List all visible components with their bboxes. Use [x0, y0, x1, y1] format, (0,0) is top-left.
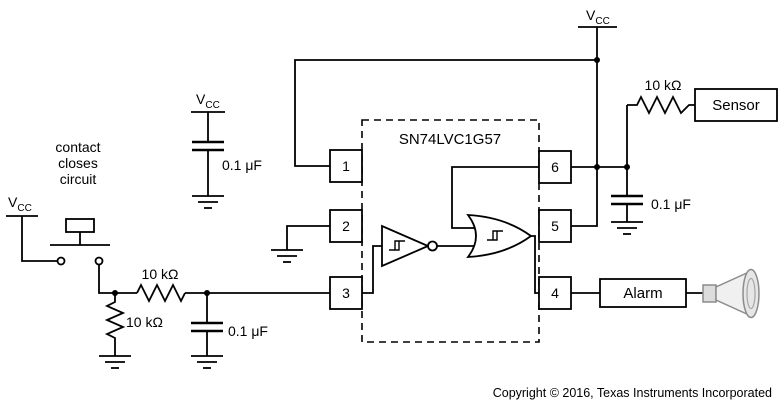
switch-annotation-line3: circuit [60, 171, 97, 187]
schmitt-inverter-gate [381, 224, 438, 268]
pin-number-6: 6 [551, 159, 559, 175]
resistor-value-label-sensor: 10 kΩ [645, 77, 682, 93]
ground-symbol-pin6-cap [611, 221, 643, 235]
sensor-block [694, 88, 778, 122]
resistor-value-label-pulldown: 10 kΩ [126, 314, 163, 330]
pin-number-5: 5 [551, 218, 559, 234]
switch-terminal-right [94, 256, 104, 266]
junction-dot [112, 290, 118, 296]
circuit-wires [6, 26, 703, 369]
resistor-symbol-sensor [627, 94, 695, 116]
resistor-symbol-pulldown [104, 293, 126, 356]
resistor-value-label-series: 10 kΩ [142, 266, 179, 282]
switch-annotation-line1: contact [55, 139, 100, 155]
pin-box-3 [329, 276, 363, 310]
junction-dots [112, 57, 630, 296]
hysteresis-icon [487, 230, 503, 241]
pin-number-4: 4 [551, 285, 559, 301]
vcc-label-decoupling: VCC [196, 91, 220, 111]
vcc-rail-left [6, 215, 57, 262]
pin-number-2: 2 [342, 218, 350, 234]
pin-box-4 [538, 276, 572, 310]
pin-box-5 [538, 209, 572, 243]
copyright-text: Copyright © 2016, Texas Instruments Inco… [493, 386, 772, 400]
ground-symbol-decoupling [192, 195, 224, 209]
junction-dot [594, 164, 600, 170]
pin-box-2 [329, 209, 363, 243]
pin-number-1: 1 [342, 158, 350, 174]
junction-dot [204, 290, 210, 296]
sensor-label: Sensor [712, 97, 760, 114]
hysteresis-icon [389, 240, 405, 251]
resistor-symbol-series [136, 282, 186, 304]
capacitor-value-label-debounce: 0.1 μF [228, 323, 268, 339]
capacitor-symbol-decoupling [192, 140, 224, 196]
speaker-icon [702, 268, 760, 319]
ic-title: SN74LVC1G57 [399, 131, 501, 148]
capacitor-symbol-pin6 [611, 167, 643, 222]
switch-annotation-line2: closes [58, 155, 98, 171]
wire-pin2-to-ground [286, 225, 330, 250]
wire-pin3-to-inverter [362, 245, 382, 294]
wire-pin1-to-vcc [294, 59, 597, 167]
capacitor-value-label-pin6: 0.1 μF [651, 196, 691, 212]
junction-dot [624, 164, 630, 170]
alarm-block [599, 278, 687, 308]
pin-boxes [329, 149, 572, 310]
vcc-label-top-right: VCC [586, 7, 610, 27]
vcc-rail-top-right [578, 26, 617, 167]
schmitt-or-gate [466, 213, 533, 259]
ground-symbol-pin2 [271, 249, 303, 263]
wire-or-to-pin4 [531, 235, 539, 294]
capacitor-symbol-debounce [191, 293, 223, 356]
alarm-label: Alarm [623, 285, 662, 302]
pushbutton-switch [50, 218, 110, 246]
vcc-label-left: VCC [8, 194, 32, 214]
pin-number-3: 3 [342, 285, 350, 301]
pin-box-6 [538, 150, 572, 184]
wire-pin5-to-vcc [571, 167, 598, 227]
switch-terminal-left [56, 256, 66, 266]
pin-box-1 [329, 149, 363, 183]
vcc-rail-decoupling [191, 111, 225, 142]
ground-symbol-debounce-cap [191, 355, 223, 369]
wire-pin6-to-or [451, 166, 539, 229]
ground-symbol-pulldown [99, 355, 131, 369]
junction-dot [594, 57, 600, 63]
wire-switch-to-node [98, 265, 137, 294]
capacitor-value-label-decoupling: 0.1 μF [222, 157, 262, 173]
inverter-bubble [427, 240, 438, 252]
